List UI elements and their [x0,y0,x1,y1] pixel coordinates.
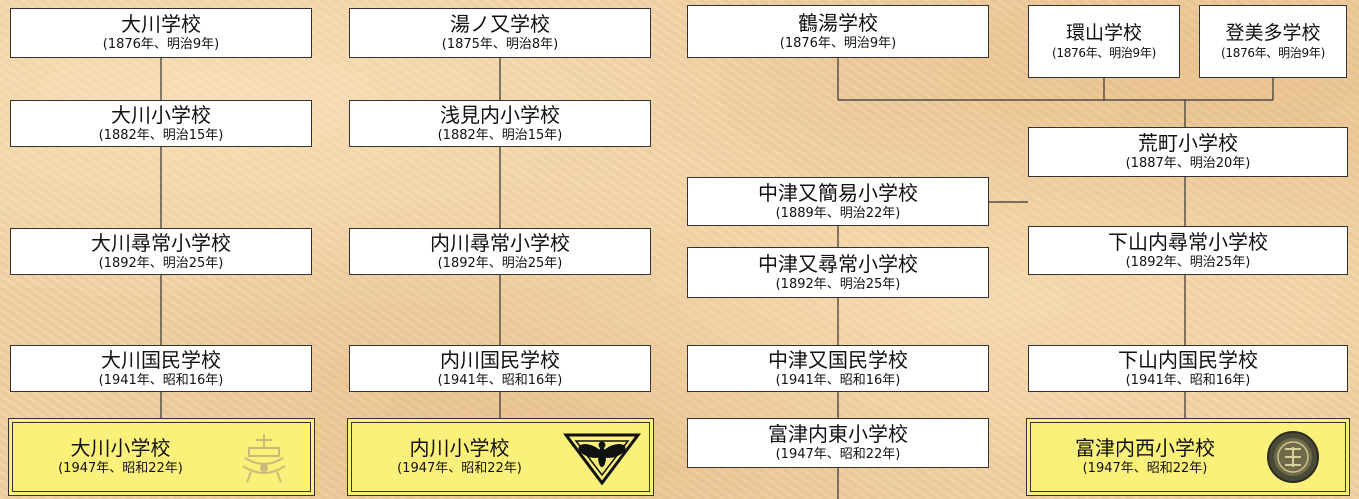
school-date: (1947年、昭和22年) [397,461,522,477]
school-box-uchikawa-jinjo: 内川尋常小学校 (1892年、明治25年) [349,228,651,275]
school-name: 下山内尋常小学校 [1108,229,1268,254]
fuzunai-nishi-emblem-icon [1267,431,1319,483]
school-date: (1947年、昭和22年) [1082,461,1208,477]
school-box-aramachi-shogakko: 荒町小学校 (1887年、明治20年) [1028,127,1348,177]
school-date: (1876年、明治9年) [779,35,897,51]
school-name: 大川尋常小学校 [91,230,231,255]
school-date: (1892年、明治25年) [775,276,901,292]
school-name: 大川国民学校 [101,347,221,372]
school-box-okawa-jinjo: 大川尋常小学校 (1892年、明治25年) [10,228,312,275]
school-date: (1947年、昭和22年) [58,461,183,477]
school-date: (1887年、明治20年) [1125,156,1251,172]
school-name: 大川小学校 [70,436,171,461]
school-date: (1876年、明治9年) [102,37,220,53]
school-box-kanzan-gakko: 環山学校 (1876年、明治9年) [1028,5,1180,78]
school-box-okawa-shogakko-1882: 大川小学校 (1882年、明治15年) [10,100,312,147]
school-date: (1876年、明治9年) [1221,45,1325,60]
school-date: (1876年、明治9年) [1052,45,1156,60]
school-name: 中津又簡易小学校 [758,180,918,205]
school-date: (1941年、昭和16年) [775,372,901,388]
school-name: 内川小学校 [409,436,510,461]
school-box-nakatsumata-kokumin: 中津又国民学校 (1941年、昭和16年) [687,345,989,392]
school-name: 富津内西小学校 [1075,436,1215,461]
school-box-uchikawa-kokumin: 内川国民学校 (1941年、昭和16年) [349,345,651,392]
school-box-uchikawa-shogakko-current: 内川小学校 (1947年、昭和22年) [351,422,650,492]
school-box-okawa-gakko: 大川学校 (1876年、明治9年) [10,8,312,58]
school-date: (1892年、明治25年) [98,255,224,271]
school-date: (1941年、昭和16年) [437,372,563,388]
school-name: 湯ノ又学校 [450,12,550,37]
school-box-tsuruyu-gakko: 鶴湯学校 (1876年、明治9年) [687,5,989,58]
school-box-tomita-gakko: 登美多学校 (1876年、明治9年) [1199,5,1347,78]
school-box-nakatsumata-kan-i: 中津又簡易小学校 (1889年、明治22年) [687,177,989,226]
school-name: 下山内国民学校 [1118,347,1258,372]
school-name: 中津又尋常小学校 [758,251,918,276]
school-date: (1941年、昭和16年) [98,372,224,388]
school-date: (1892年、明治25年) [1125,254,1251,270]
school-name: 荒町小学校 [1138,131,1238,156]
school-box-fuzunai-higashi: 富津内東小学校 (1947年、昭和22年) [687,418,989,468]
school-box-nakatsumata-jinjo: 中津又尋常小学校 (1892年、明治25年) [687,247,989,298]
school-name: 中津又国民学校 [768,347,908,372]
school-date: (1875年、明治8年) [441,37,559,53]
okawa-school-emblem-icon [242,434,286,483]
school-name: 鶴湯学校 [798,10,878,35]
school-box-fuzunai-nishi-current: 富津内西小学校 (1947年、昭和22年) [1030,422,1346,492]
school-date: (1947年、昭和22年) [775,447,901,463]
school-date: (1889年、明治22年) [775,205,901,221]
uchikawa-bee-emblem-icon [563,433,641,485]
school-name: 大川学校 [121,12,201,37]
school-box-shimoyamanai-kokumin: 下山内国民学校 (1941年、昭和16年) [1028,345,1348,392]
school-box-okawa-kokumin: 大川国民学校 (1941年、昭和16年) [10,345,312,392]
school-name: 登美多学校 [1225,21,1321,44]
school-date: (1892年、明治25年) [437,255,563,271]
school-name: 内川尋常小学校 [430,230,570,255]
school-box-shimoyamanai-jinjo: 下山内尋常小学校 (1892年、明治25年) [1028,226,1348,275]
school-box-okawa-shogakko-current: 大川小学校 (1947年、昭和22年) [12,422,311,492]
school-name: 大川小学校 [111,102,211,127]
school-name: 富津内東小学校 [768,422,908,447]
school-name: 浅見内小学校 [440,102,560,127]
school-name: 内川国民学校 [440,347,560,372]
school-date: (1882年、明治15年) [98,127,224,143]
school-box-yunomata-gakko: 湯ノ又学校 (1875年、明治8年) [349,8,651,58]
school-name: 環山学校 [1065,21,1142,44]
school-box-asaminai-shogakko: 浅見内小学校 (1882年、明治15年) [349,100,651,147]
school-date: (1882年、明治15年) [437,127,563,143]
school-date: (1941年、昭和16年) [1125,372,1251,388]
